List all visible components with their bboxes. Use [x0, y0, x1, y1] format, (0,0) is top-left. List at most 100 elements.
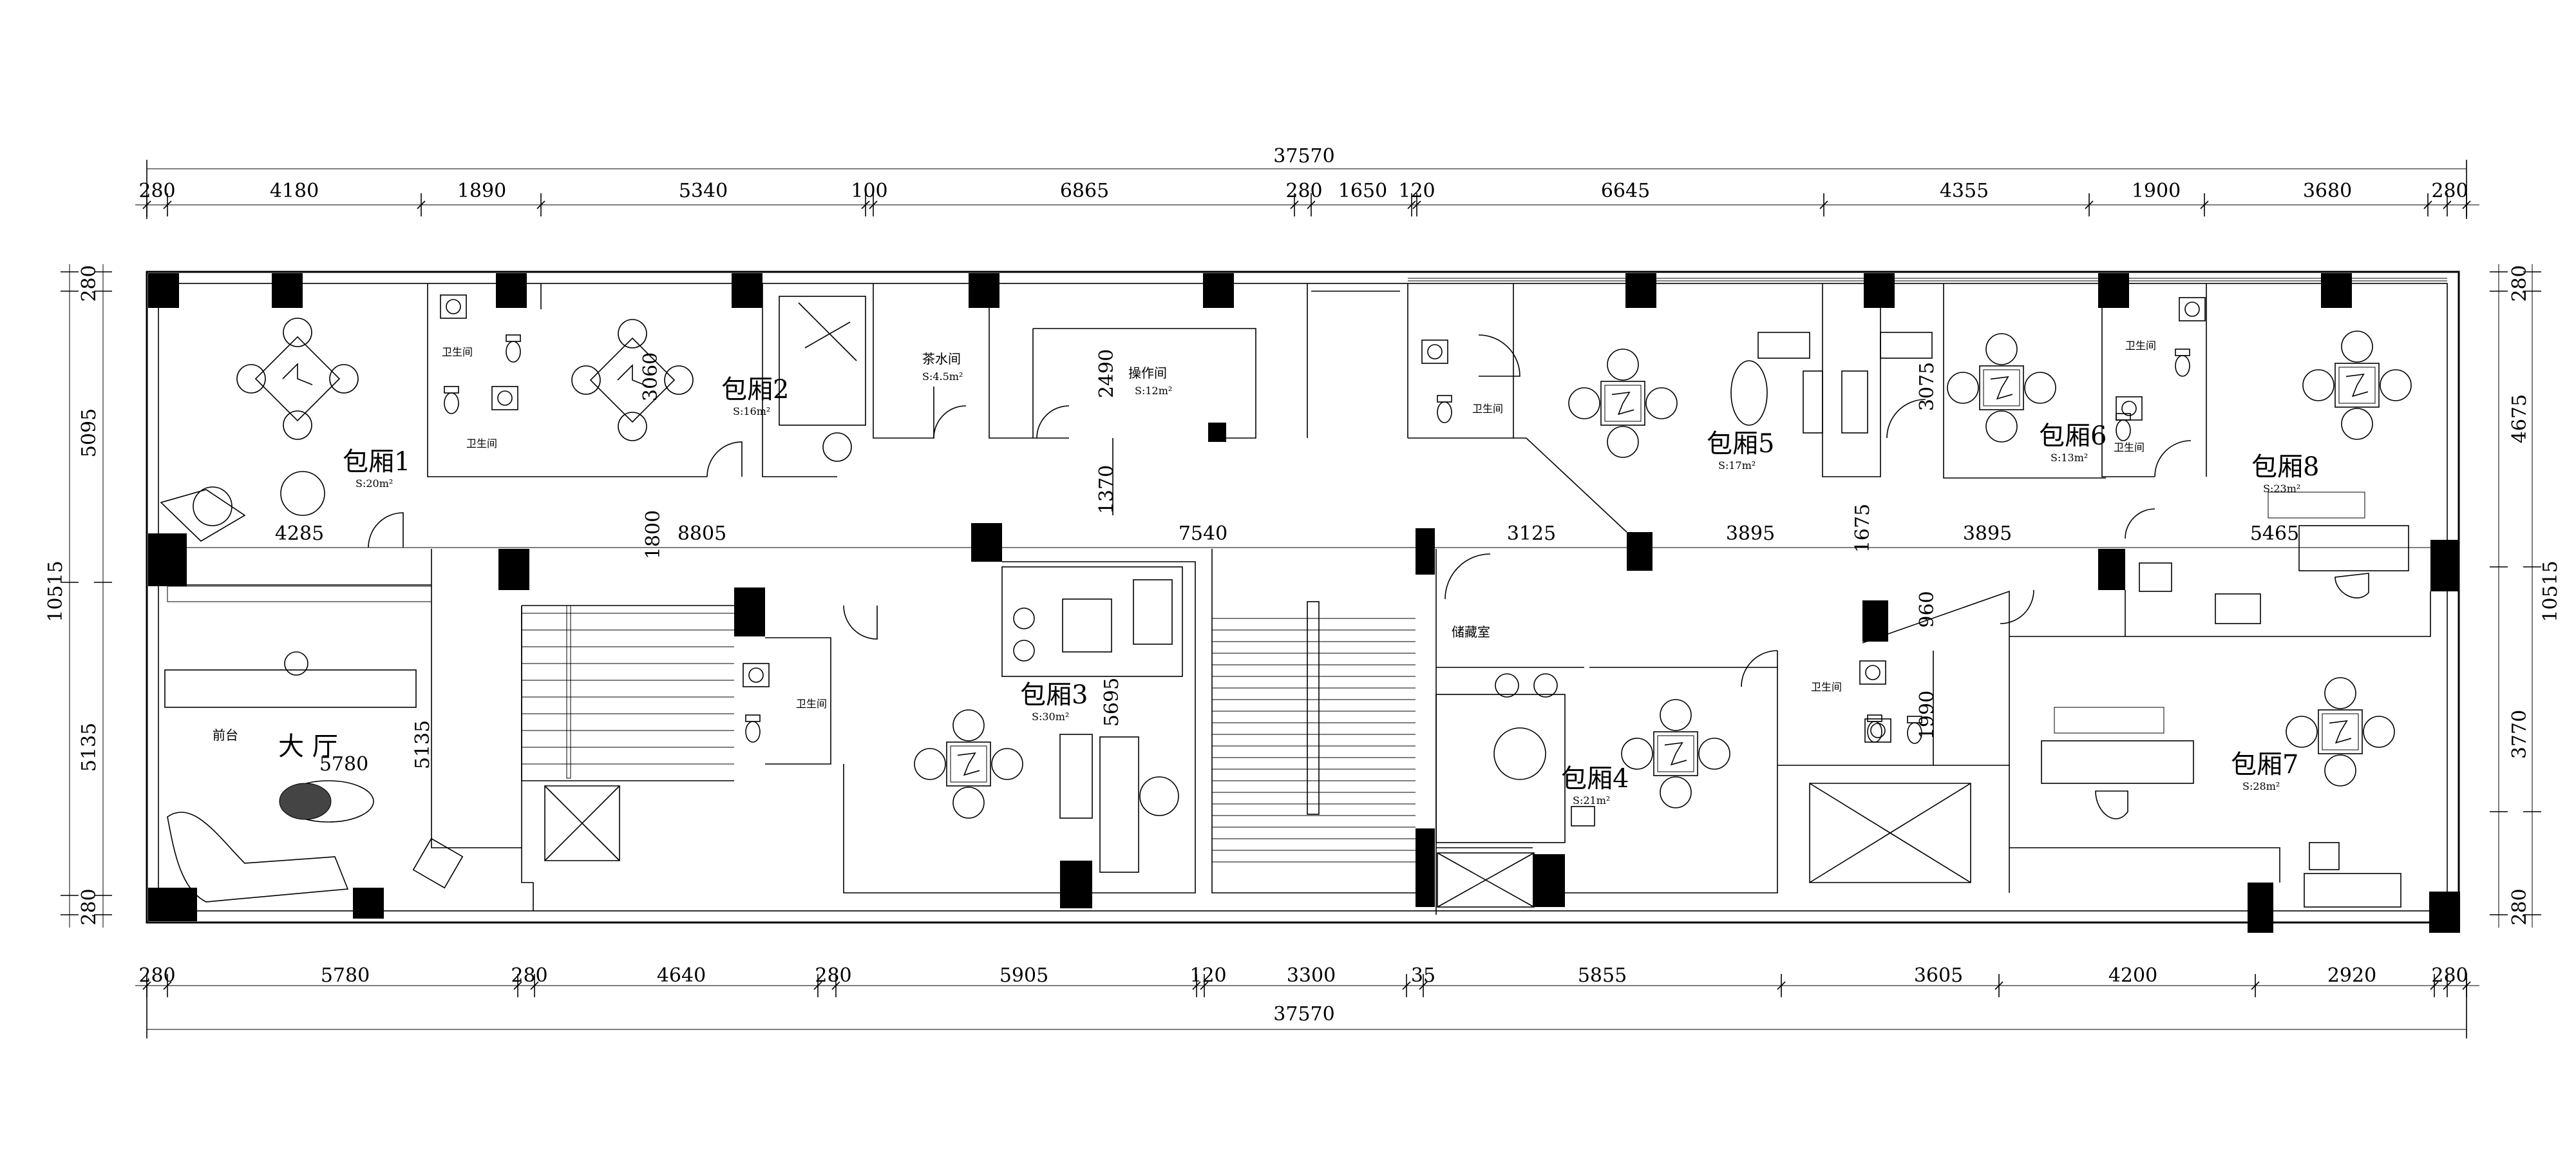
dim-tick: [2085, 200, 2094, 209]
chair: [283, 410, 312, 440]
decor: [798, 302, 857, 361]
bottom-dim: 280: [2431, 964, 2468, 987]
sink-basin: [2121, 401, 2137, 416]
right-dim: 280: [2508, 888, 2531, 925]
stairs: [522, 601, 1416, 863]
room-area: S:30m²: [1032, 711, 1069, 723]
room-area: S:12m²: [1135, 385, 1172, 397]
bottom-dim: 4200: [2108, 964, 2157, 987]
dim-tick: [1819, 200, 1828, 209]
toilet-bowl: [506, 341, 521, 363]
interior-dim: 5135: [412, 720, 434, 769]
toilet-tank: [1867, 714, 1882, 722]
top-dim: 4355: [1940, 180, 1989, 202]
left-dim: 10515: [44, 560, 67, 622]
bottom-dim: 280: [511, 964, 547, 987]
right-dim: 3770: [2508, 710, 2531, 759]
sink-counter: [2116, 396, 2143, 421]
room-area: S:23m²: [2263, 482, 2300, 495]
interior-dim: 1675: [1852, 504, 1874, 553]
room-name: 大 厅: [278, 732, 338, 761]
chair: [991, 748, 1023, 780]
chair: [1660, 776, 1692, 808]
dim-tick: [417, 200, 426, 209]
interior-dim: 3060: [639, 352, 662, 401]
room-name: 包厢7: [2231, 750, 2298, 779]
table-top-inner: [950, 745, 987, 783]
interior-dim: 3895: [1726, 522, 1775, 545]
table-top-inner: [2338, 367, 2376, 404]
interior-walls: [158, 283, 2431, 915]
room-name: 包厢2: [721, 375, 789, 405]
sink-counter: [2179, 297, 2206, 321]
left-dim: 5135: [78, 723, 100, 772]
side-table: [2215, 593, 2261, 624]
side-chair: [412, 837, 464, 889]
structural-columns: [148, 273, 2460, 933]
room-name: 茶水间: [922, 351, 961, 367]
chair: [618, 319, 647, 349]
interior-dim: 2490: [1095, 349, 1118, 398]
toilet-bowl: [1907, 722, 1922, 744]
interior-dim: 5695: [1101, 678, 1123, 727]
room-area: S:13m²: [2050, 452, 2088, 464]
lobby-sofa: [167, 812, 349, 903]
chair: [664, 365, 694, 395]
toilet-bowl: [2116, 419, 2131, 441]
interior-dim: 1800: [642, 510, 665, 559]
table-top: [2318, 709, 2363, 754]
bottom-dim: 2920: [2327, 964, 2376, 987]
restroom-label: 卫生间: [796, 698, 827, 710]
chair: [1660, 699, 1692, 731]
toilet-tank: [2116, 413, 2131, 421]
stool: [1533, 673, 1558, 698]
top-dim: 1900: [2132, 180, 2181, 202]
sink-counter: [440, 294, 467, 319]
dim-tick: [2443, 200, 2452, 209]
dim-tick: [2200, 200, 2209, 209]
bottom-dim: 5905: [999, 964, 1048, 987]
toilet-bowl: [745, 721, 761, 743]
bottom-dim: 4640: [657, 964, 706, 987]
interior-dim: 5465: [2250, 522, 2299, 545]
table-top-inner: [1657, 735, 1694, 772]
room-area: S:17m²: [1718, 459, 1756, 472]
room-area: S:20m²: [355, 477, 393, 490]
dim-tick: [513, 981, 522, 990]
sink-basin: [446, 299, 461, 314]
dim-tick: [142, 200, 151, 209]
bottom-dim: 5855: [1578, 964, 1627, 987]
chair: [1568, 387, 1600, 419]
stool: [1013, 607, 1035, 629]
interior-dim: 3895: [1963, 522, 2012, 545]
top-dim: 3680: [2303, 180, 2352, 202]
restroom-label: 卫生间: [2125, 339, 2156, 352]
room-name: 包厢8: [2251, 452, 2319, 482]
dining-table: [2286, 677, 2395, 787]
toilet-tank: [444, 386, 459, 394]
interior-dim: 1990: [1916, 691, 1938, 740]
cabinet: [779, 296, 866, 426]
dim-tick: [1192, 981, 1201, 990]
cabinet: [1803, 370, 1823, 434]
dim-tick: [831, 981, 840, 990]
top-dim: 280: [2431, 180, 2468, 202]
dim-tick: [530, 981, 539, 990]
sink-counter: [491, 386, 518, 410]
sofa-set: [1001, 566, 1183, 677]
outer-walls: [146, 271, 2460, 924]
table-top: [589, 337, 676, 423]
chair: [1698, 738, 1730, 770]
right-dim: 10515: [2539, 560, 2562, 622]
toilet-tank: [2175, 349, 2190, 356]
chair: [618, 412, 647, 441]
dim-tick: [1777, 981, 1786, 990]
left-dim: 280: [78, 888, 100, 925]
chair: [2095, 790, 2128, 819]
table-detail: [617, 364, 648, 387]
table-top: [946, 741, 991, 787]
lounge-seat: [193, 486, 232, 526]
toilet-tank: [745, 714, 761, 722]
room-name: 包厢3: [1020, 680, 1088, 710]
